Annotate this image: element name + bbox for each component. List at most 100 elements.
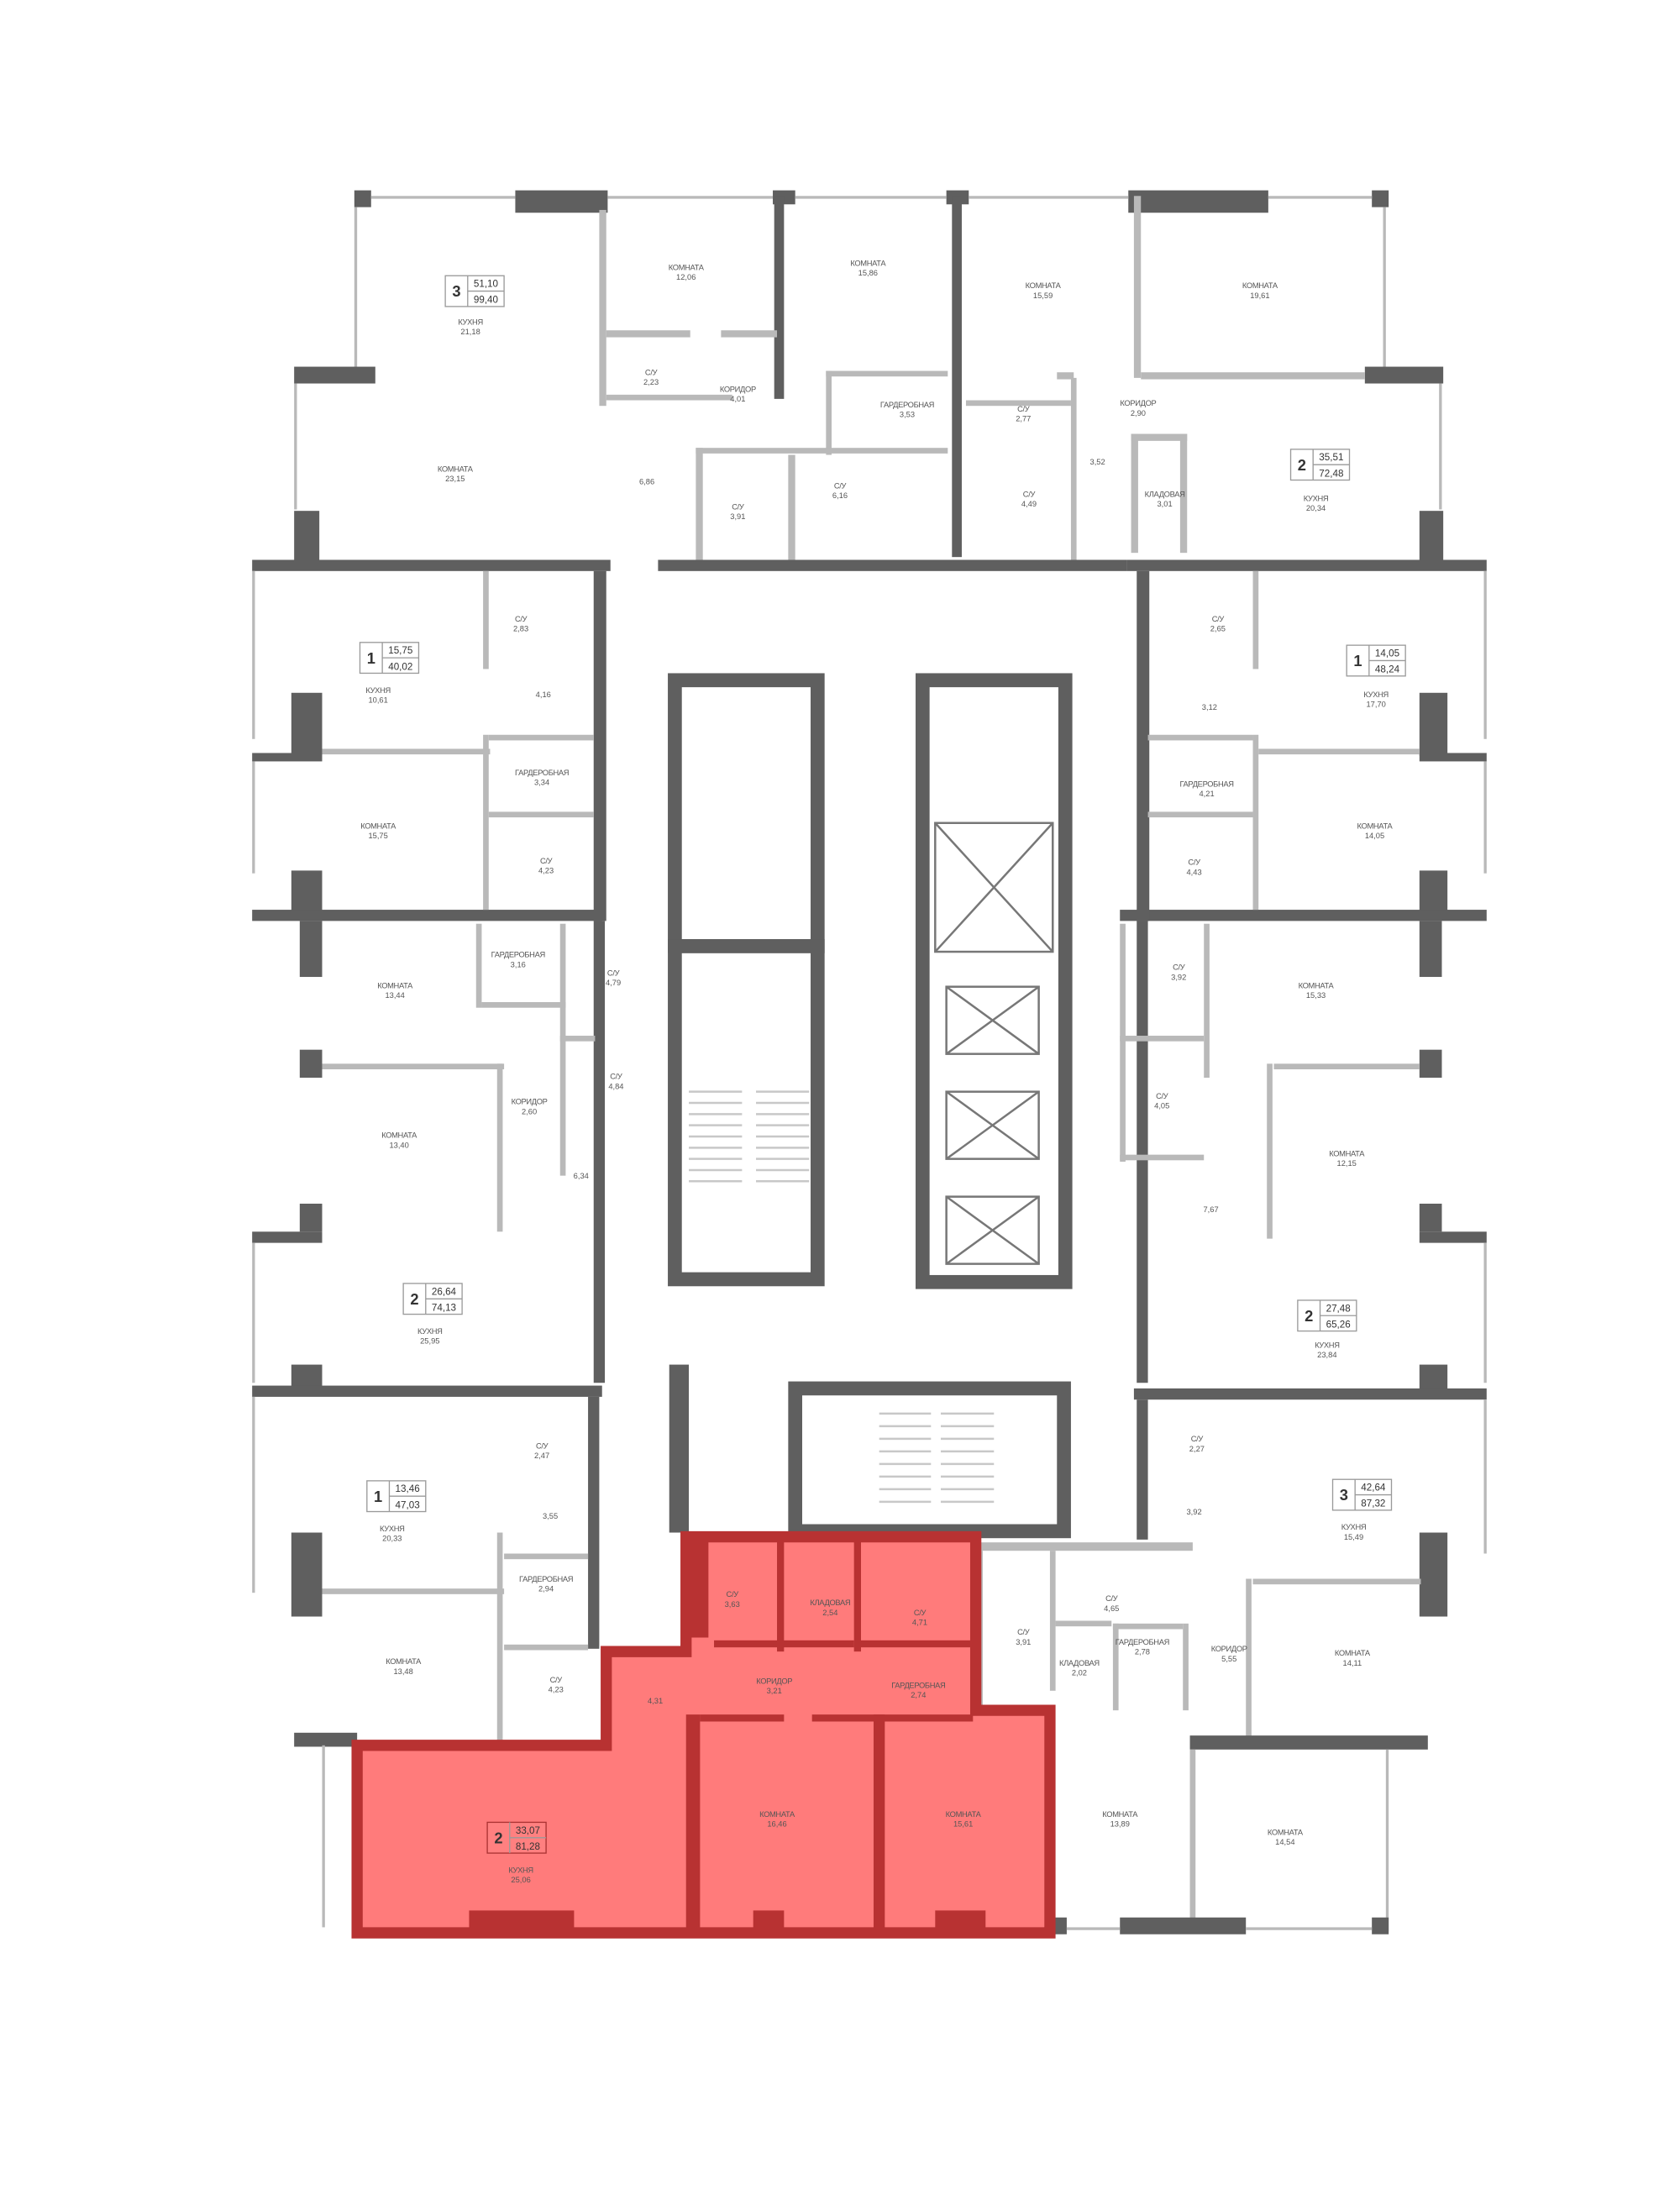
room-name: КОМНАТА [669, 264, 705, 272]
load-bearing-wall [1133, 1388, 1487, 1400]
partition-wall [488, 811, 594, 818]
highlighted-wall [777, 1539, 785, 1652]
partition-wall [559, 923, 566, 1176]
room-name: КОРИДОР [512, 1098, 548, 1106]
partition-wall [965, 400, 1071, 407]
room-area: 4,84 [608, 1082, 623, 1090]
partition-wall [481, 1002, 566, 1008]
rooms-count: 2 [1305, 1307, 1313, 1325]
room-area: 4,21 [1199, 790, 1214, 798]
room-area: 2,65 [1210, 624, 1226, 633]
room-name: КУХНЯ [1304, 495, 1329, 503]
room-label: 7,67 [1203, 1205, 1218, 1214]
partition-wall [606, 394, 732, 401]
room-name: КУХНЯ [458, 318, 483, 327]
elevator-1-cross [934, 822, 1054, 953]
room-name: КОМНАТА [438, 465, 474, 474]
load-bearing-wall [1419, 1049, 1442, 1079]
room-name: КОМНАТА [759, 1810, 795, 1819]
room-name: КОМНАТА [850, 260, 886, 268]
room-area: 2,74 [911, 1691, 926, 1699]
stair-steps [689, 1090, 995, 1504]
room-name: С/У [536, 1442, 549, 1451]
room-name: КОМНАТА [386, 1657, 422, 1666]
partition-wall [1112, 1623, 1184, 1630]
partition-wall [1049, 1551, 1056, 1691]
partition-wall [1147, 811, 1253, 818]
partition-wall [1120, 1036, 1205, 1042]
highlighted-wall [873, 1714, 885, 1936]
living-area: 26,64 [432, 1286, 457, 1297]
room-area: 3,21 [767, 1687, 782, 1695]
room-name: ГАРДЕРОБНАЯ [1179, 780, 1233, 788]
room-label: С/У3,92 [1171, 963, 1186, 982]
load-bearing-wall [1120, 1917, 1247, 1934]
room-name: КУХНЯ [417, 1327, 443, 1336]
room-name: ГАРДЕРОБНАЯ [515, 769, 569, 777]
total-area: 65,26 [1326, 1319, 1351, 1330]
room-name: С/У [550, 1676, 563, 1684]
highlighted-wall [860, 1640, 976, 1648]
highlighted-wall [685, 1714, 701, 1936]
total-area: 87,32 [1361, 1499, 1385, 1509]
load-bearing-wall [1419, 1532, 1448, 1617]
load-bearing-wall [252, 1385, 602, 1397]
room-name: КУХНЯ [380, 1525, 405, 1533]
room-label: 3,92 [1186, 1508, 1201, 1516]
partition-wall [504, 1553, 589, 1560]
room-label: С/У3,91 [730, 503, 745, 522]
room-label: 3,12 [1202, 703, 1217, 711]
rooms-count: 2 [410, 1290, 418, 1308]
room-area: 2,94 [538, 1585, 554, 1593]
stair-shaft-upper [668, 673, 825, 953]
living-area: 14,05 [1375, 648, 1399, 659]
load-bearing-wall [1419, 1203, 1442, 1232]
room-area: 20,34 [1306, 504, 1326, 512]
room-area: 15,33 [1306, 991, 1326, 1000]
partition-wall [1385, 1749, 1389, 1932]
rooms-count: 2 [494, 1829, 502, 1846]
load-bearing-wall [1364, 366, 1444, 384]
total-area: 81,28 [516, 1841, 540, 1852]
room-area: 2,27 [1189, 1445, 1205, 1453]
room-area: 3,52 [1090, 458, 1105, 466]
room-area: 4,71 [912, 1619, 927, 1627]
load-bearing-wall [1137, 570, 1150, 921]
room-label: 3,52 [1090, 458, 1105, 466]
room-area: 12,15 [1337, 1159, 1357, 1168]
room-name: С/У [1173, 963, 1185, 972]
partition-wall [496, 1063, 503, 1232]
room-name: С/У [1212, 615, 1225, 623]
load-bearing-wall [588, 1396, 600, 1649]
room-area: 25,95 [420, 1337, 439, 1346]
partition-wall [1112, 1623, 1119, 1711]
room-name: ГАРДЕРОБНАЯ [880, 401, 934, 409]
room-label: ГАРДЕРОБНАЯ 4,21 [1179, 780, 1234, 798]
room-label: С/У3,91 [1016, 1628, 1031, 1646]
